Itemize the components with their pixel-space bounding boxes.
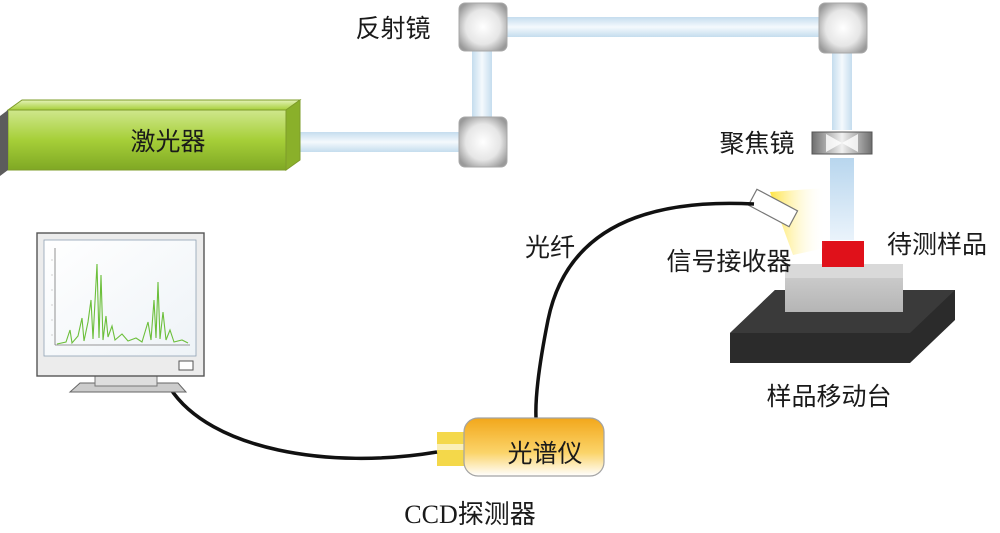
lens-icon xyxy=(811,131,873,155)
sample-block xyxy=(822,241,864,267)
mirror-icon xyxy=(458,2,508,52)
receiver-probe xyxy=(747,188,799,228)
fiber-label: 光纤 xyxy=(525,233,575,262)
mirror-label: 反射镜 xyxy=(355,14,430,43)
stage-label: 样品移动台 xyxy=(766,382,891,411)
laser-label: 激光器 xyxy=(130,127,205,156)
spectrometer-device xyxy=(437,417,605,477)
mirror-icon xyxy=(818,2,868,54)
monitor-icon xyxy=(36,232,205,393)
laser-device xyxy=(0,99,302,176)
mirror-icon xyxy=(458,116,508,168)
sample-stage xyxy=(730,264,955,363)
spectrum-trace xyxy=(56,263,189,345)
data-cable xyxy=(168,387,438,461)
sample-label: 待测样品 xyxy=(887,230,987,259)
spectrometer-label: 光谱仪 xyxy=(507,439,582,468)
focus-lens-label: 聚焦镜 xyxy=(719,129,794,158)
ccd-label: CCD探测器 xyxy=(404,500,535,529)
receiver-label: 信号接收器 xyxy=(666,247,791,276)
laser-beam-path xyxy=(286,17,854,240)
fiber-cable-icon xyxy=(534,201,755,419)
